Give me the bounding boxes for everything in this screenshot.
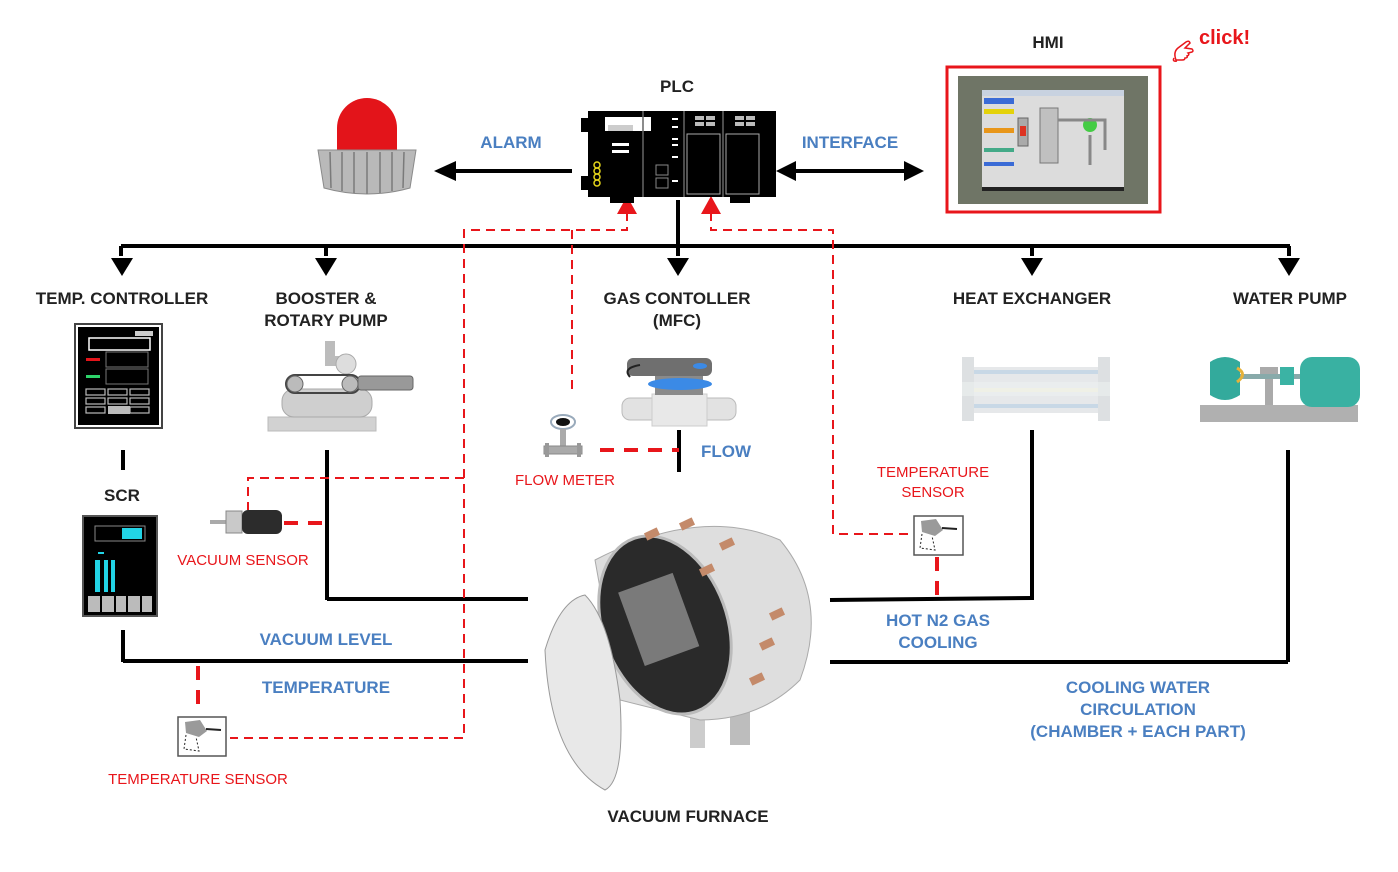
gas-controller-label-line2: (MFC) <box>652 311 702 330</box>
arrow-left-interface <box>776 161 796 181</box>
hmi-screen-icon[interactable] <box>945 65 1162 214</box>
water-pump-label: WATER PUMP <box>1233 289 1347 308</box>
booster-pump-icon <box>267 341 414 432</box>
temperature-sensor-right-icon <box>913 515 964 556</box>
heat-exchanger-icon <box>962 357 1110 421</box>
alarm-connection-label: ALARM <box>480 133 542 152</box>
flow-meter-label: FLOW METER <box>515 472 615 489</box>
vacuum-furnace-icon <box>544 517 812 791</box>
arrow-down-temp-controller <box>111 258 133 276</box>
arrow-down-heat-exchanger <box>1021 258 1043 276</box>
booster-pump-label-line2: ROTARY PUMP <box>264 311 388 330</box>
scr-icon <box>82 515 158 617</box>
arrow-right-interface <box>904 161 924 181</box>
arrow-down-booster-pump <box>315 258 337 276</box>
interface-connection-label: INTERFACE <box>801 133 899 152</box>
heat-exchanger-label: HEAT EXCHANGER <box>952 289 1112 308</box>
gas-controller-label-line1: GAS CONTOLLER <box>603 289 751 308</box>
arrow-left-alarm <box>434 161 456 181</box>
flow-connection-label: FLOW <box>700 442 752 461</box>
signal-lines <box>230 212 912 739</box>
temperature-sensor-left-label: TEMPERATURE SENSOR <box>108 771 288 788</box>
temp-controller-label: TEMP. CONTROLLER <box>35 289 209 308</box>
temperature-sensor-right-label-line1: TEMPERATURE <box>876 464 990 481</box>
scr-label: SCR <box>104 486 140 505</box>
click-callout[interactable]: click! <box>1199 27 1251 49</box>
hot-n2-connection-label-line1: HOT N2 GAS <box>886 611 990 630</box>
plc-icon <box>581 111 776 203</box>
signal-lines-thick <box>196 448 939 712</box>
vacuum-sensor-icon <box>210 510 282 534</box>
arrow-down-water-pump <box>1278 258 1300 276</box>
alarm-beacon-icon <box>317 98 417 195</box>
arrowheads <box>111 161 1300 276</box>
hot-n2-connection-label-line2: COOLING <box>898 633 978 652</box>
power-lines <box>119 169 1291 664</box>
temperature-connection-label: TEMPERATURE <box>261 678 391 697</box>
gas-controller-mfc-icon <box>621 358 737 427</box>
cooling-water-label-line2: CIRCULATION <box>1080 700 1196 719</box>
flow-meter-icon <box>543 414 583 457</box>
vacuum-sensor-label: VACUUM SENSOR <box>177 552 309 569</box>
plc-input-arrows <box>617 196 721 214</box>
temp-controller-icon <box>74 323 163 429</box>
water-pump-icon <box>1200 357 1360 422</box>
temperature-sensor-left-icon <box>177 716 227 757</box>
vacuum-level-connection-label: VACUUM LEVEL <box>259 630 393 649</box>
plc-label: PLC <box>660 77 694 96</box>
temperature-sensor-right-label-line2: SENSOR <box>901 484 965 501</box>
cooling-water-label-line3: (CHAMBER + EACH PART) <box>1030 722 1246 741</box>
vacuum-furnace-label: VACUUM FURNACE <box>607 807 769 826</box>
booster-pump-label-line1: BOOSTER & <box>275 289 377 308</box>
pointing-hand-icon[interactable] <box>1172 40 1194 62</box>
hmi-label: HMI <box>1032 33 1064 52</box>
arrow-down-gas-controller <box>667 258 689 276</box>
cooling-water-label-line1: COOLING WATER <box>1065 678 1211 697</box>
